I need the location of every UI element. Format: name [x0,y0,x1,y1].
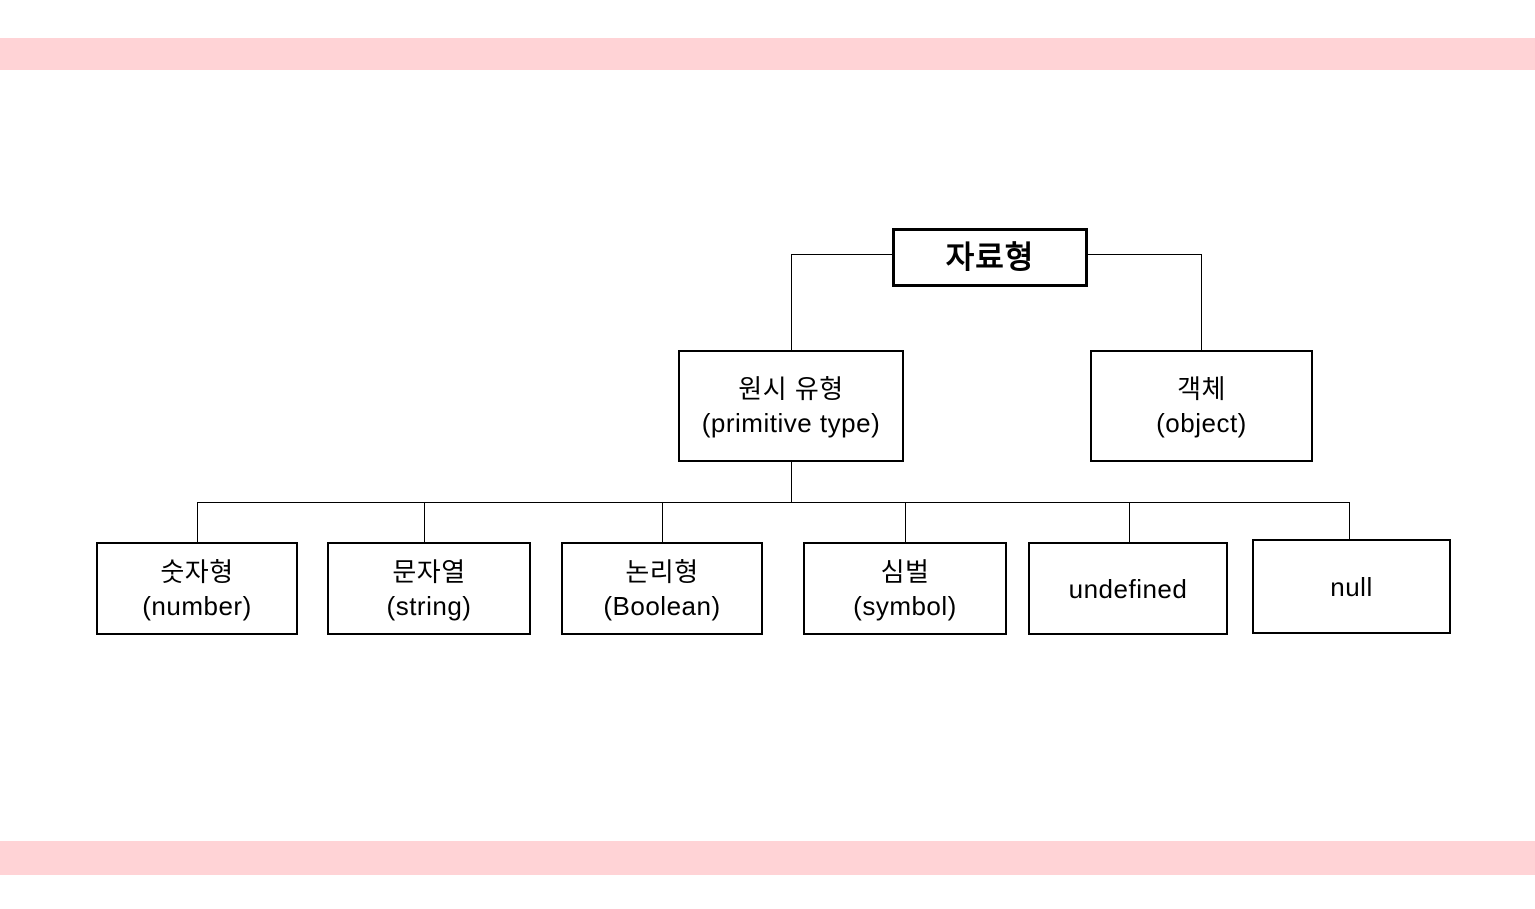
connector-root-to-object-horizontal [1088,254,1202,255]
connector-children-bus [197,502,1350,503]
node-number: 숫자형 (number) [96,542,298,635]
node-symbol: 심벌 (symbol) [803,542,1007,635]
node-symbol-label-en: (symbol) [853,590,957,621]
node-null: null [1252,539,1451,634]
connector-root-to-object-vertical [1201,254,1202,350]
node-primitive-type: 원시 유형 (primitive type) [678,350,904,462]
node-object-label-en: (object) [1156,408,1247,438]
node-number-label-ko: 숫자형 [160,556,234,587]
node-number-label-en: (number) [142,590,252,621]
node-boolean: 논리형 (Boolean) [561,542,763,635]
node-undefined: undefined [1028,542,1228,635]
connector-bus-to-boolean [662,502,663,542]
node-data-type-root: 자료형 [892,228,1088,287]
connector-bus-to-string [424,502,425,542]
node-primitive-type-label-en: (primitive type) [701,408,881,438]
top-pink-band [0,38,1535,70]
node-string-label-ko: 문자열 [392,556,466,587]
node-boolean-label-en: (Boolean) [603,590,721,621]
connector-bus-to-undefined [1129,502,1130,542]
node-primitive-type-label-ko: 원시 유형 [738,374,844,404]
node-symbol-label-ko: 심벌 [880,556,930,587]
node-string: 문자열 (string) [327,542,531,635]
node-object-label-ko: 객체 [1177,374,1226,404]
node-boolean-label-ko: 논리형 [625,556,699,587]
bottom-pink-band [0,841,1535,875]
node-object: 객체 (object) [1090,350,1313,462]
connector-root-to-primitive-vertical [791,254,792,350]
node-string-label-en: (string) [386,590,472,621]
connector-bus-to-symbol [905,502,906,542]
node-data-type-root-label: 자료형 [945,239,1035,275]
node-undefined-label: undefined [1068,573,1188,604]
connector-bus-to-number [197,502,198,542]
node-null-label: null [1330,571,1373,602]
connector-bus-to-null [1349,502,1350,539]
connector-root-to-primitive-horizontal [791,254,892,255]
connector-primitive-to-bus [791,462,792,502]
